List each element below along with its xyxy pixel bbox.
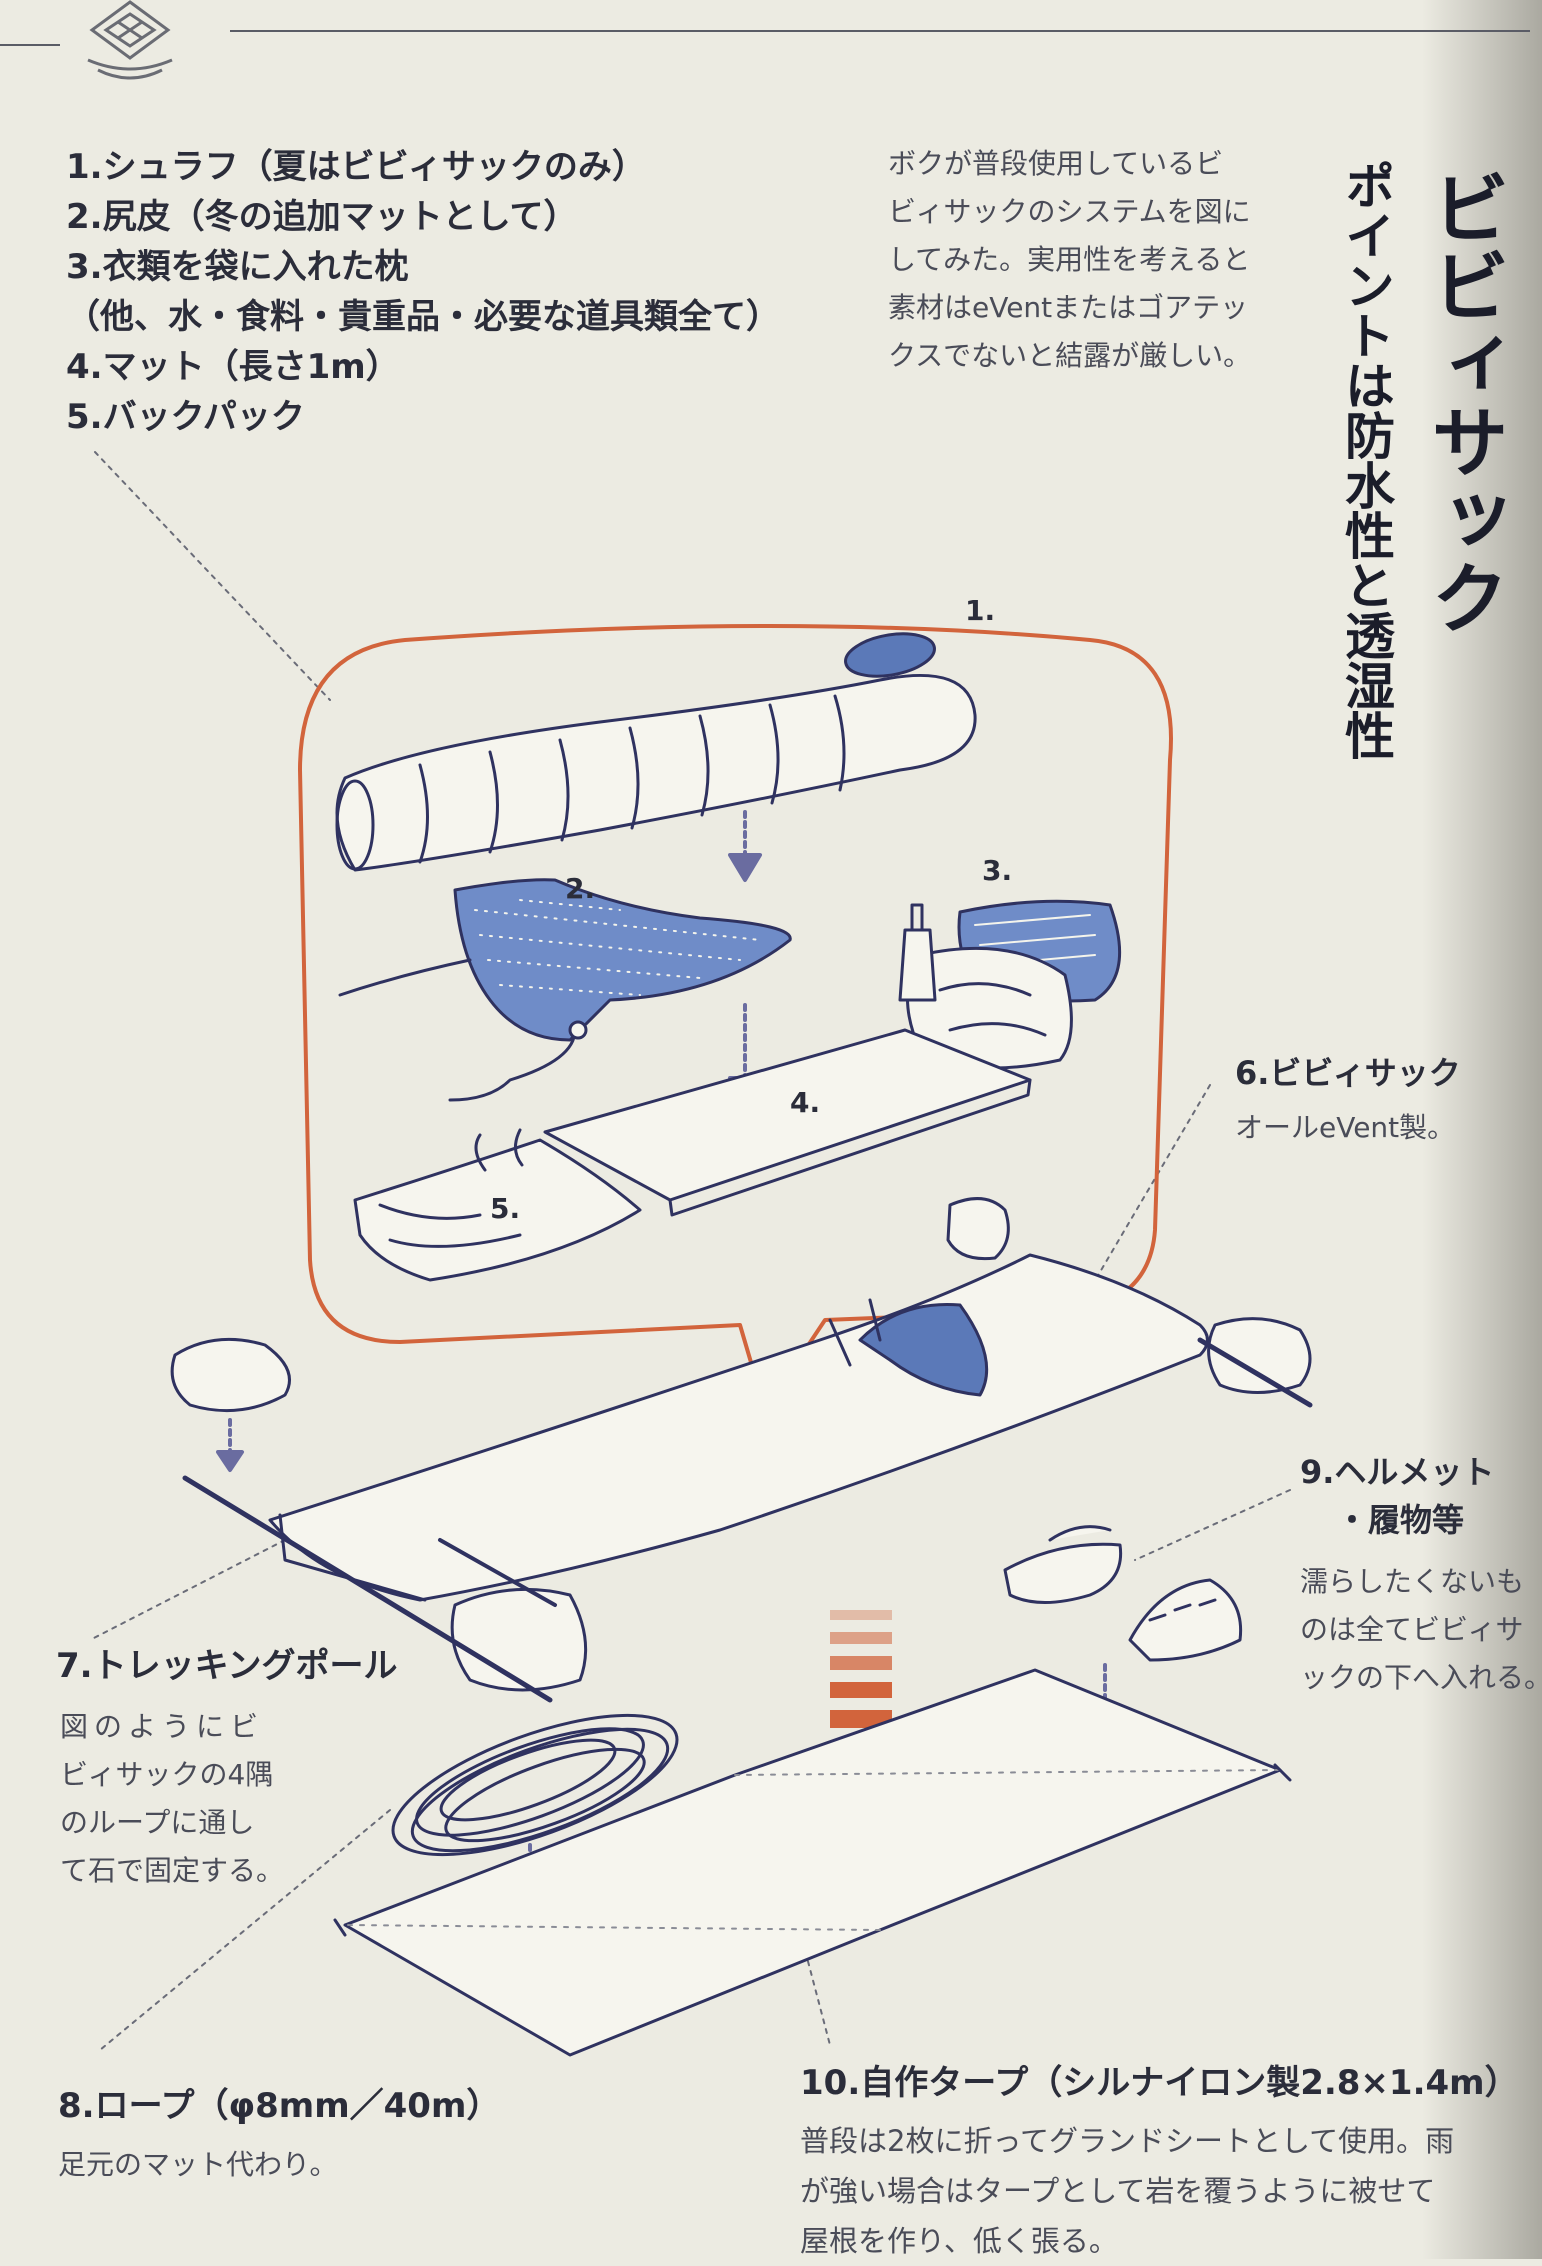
rope-note: 足元のマット代わり。 — [58, 2148, 338, 2181]
poles-note: て石で固定する。 — [60, 1854, 285, 1887]
intro-line: ボクが普段使用しているビ — [888, 147, 1224, 180]
poles-note: 図のようにビ — [60, 1710, 265, 1743]
intro-line: してみた。実用性を考えると — [888, 243, 1251, 276]
intro-line: 素材はeVentまたはゴアテッ — [888, 291, 1249, 324]
list-item-3: 3.衣類を袋に入れた枕 — [66, 247, 409, 287]
list-item-2: 2.尻皮（冬の追加マットとして） — [66, 197, 578, 237]
rope-coil-drawing — [391, 1713, 679, 1857]
tarp-label: 10.自作タープ（シルナイロン製2.8×1.4m） 普段は2枚に折ってグランドシ… — [800, 2055, 1519, 2266]
header-emblem-icon — [87, 0, 173, 80]
intro-text: ボクが普段使用しているビ ビィサックのシステムを図に してみた。実用性を考えると… — [888, 140, 1251, 380]
poles-note: ビィサックの4隅 — [60, 1758, 274, 1791]
tarp-drawing — [333, 1668, 1292, 2057]
list-item-3-detail: （他、水・食料・貴重品・必要な道具類全て） — [66, 297, 780, 337]
helmet-note: のは全てビビィサ — [1300, 1613, 1524, 1646]
trekking-poles-drawing — [182, 1337, 1313, 1703]
bivy-title: 6.ビビィサック — [1235, 1054, 1461, 1092]
tarp-note: 屋根を作り、低く張る。 — [800, 2224, 1118, 2258]
diagram-number-3: 3. — [982, 854, 1012, 887]
diagram-number-5: 5. — [490, 1192, 520, 1225]
list-item-5: 5.バックパック — [66, 397, 305, 437]
top-rule-left — [0, 44, 60, 46]
page-subtitle: ポイントは防水性と透湿性 — [1337, 160, 1395, 760]
poles-label: 7.トレッキングポール 図のようにビ ビィサックの4隅 のループに通し て石で固… — [56, 1638, 398, 1895]
contents-list: 1.シュラフ（夏はビビィサックのみ） 2.尻皮（冬の追加マットとして） 3.衣類… — [66, 142, 780, 442]
tarp-note: が強い場合はタープとして岩を覆うように被せて — [800, 2174, 1436, 2208]
rope-label: 8.ロープ（φ8mm／40m） 足元のマット代わり。 — [58, 2078, 500, 2189]
bivy-sack-drawing — [268, 1253, 1209, 1602]
helmet-label: 9.ヘルメット ・履物等 濡らしたくないも のは全てビビィサ ックの下へ入れる。 — [1300, 1448, 1542, 1702]
diagram-number-1: 1. — [965, 594, 995, 627]
intro-line: クスでないと結露が厳しい。 — [888, 339, 1252, 372]
list-item-4: 4.マット（長さ1m） — [66, 347, 400, 387]
poles-note: のループに通し — [60, 1806, 255, 1839]
stones-drawing — [170, 1197, 1312, 1692]
intro-line: ビィサックのシステムを図に — [888, 195, 1251, 228]
pillow-bag-drawing — [898, 899, 1122, 1070]
helmet-title: 9.ヘルメット — [1300, 1453, 1495, 1491]
bivy-note: オールeVent製。 — [1235, 1111, 1456, 1144]
backpack-drawing — [353, 1128, 642, 1282]
list-item-1: 1.シュラフ（夏はビビィサックのみ） — [66, 147, 646, 187]
helmet-note: 濡らしたくないも — [1300, 1565, 1525, 1598]
tarp-title: 10.自作タープ（シルナイロン製2.8×1.4m） — [800, 2063, 1519, 2103]
tarp-note: 普段は2枚に折ってグランドシートとして使用。雨 — [800, 2124, 1455, 2158]
helmet-note: ックの下へ入れる。 — [1300, 1661, 1542, 1694]
diagram-number-2: 2. — [565, 872, 595, 905]
page-edge-shadow — [1422, 0, 1542, 2259]
helmet-shoes-drawing — [1003, 1525, 1243, 1662]
helmet-title: ・履物等 — [1336, 1501, 1465, 1539]
top-rule — [230, 30, 1530, 32]
sleeping-bag-drawing — [335, 632, 977, 872]
rope-title: 8.ロープ（φ8mm／40m） — [58, 2086, 501, 2126]
page-title: ビビィサック — [1418, 168, 1508, 636]
sitting-pad-drawing — [338, 878, 792, 1102]
bivy-label: 6.ビビィサック オールeVent製。 — [1235, 1048, 1461, 1152]
poles-title: 7.トレッキングポール — [56, 1646, 398, 1686]
diagram-number-4: 4. — [790, 1086, 820, 1119]
